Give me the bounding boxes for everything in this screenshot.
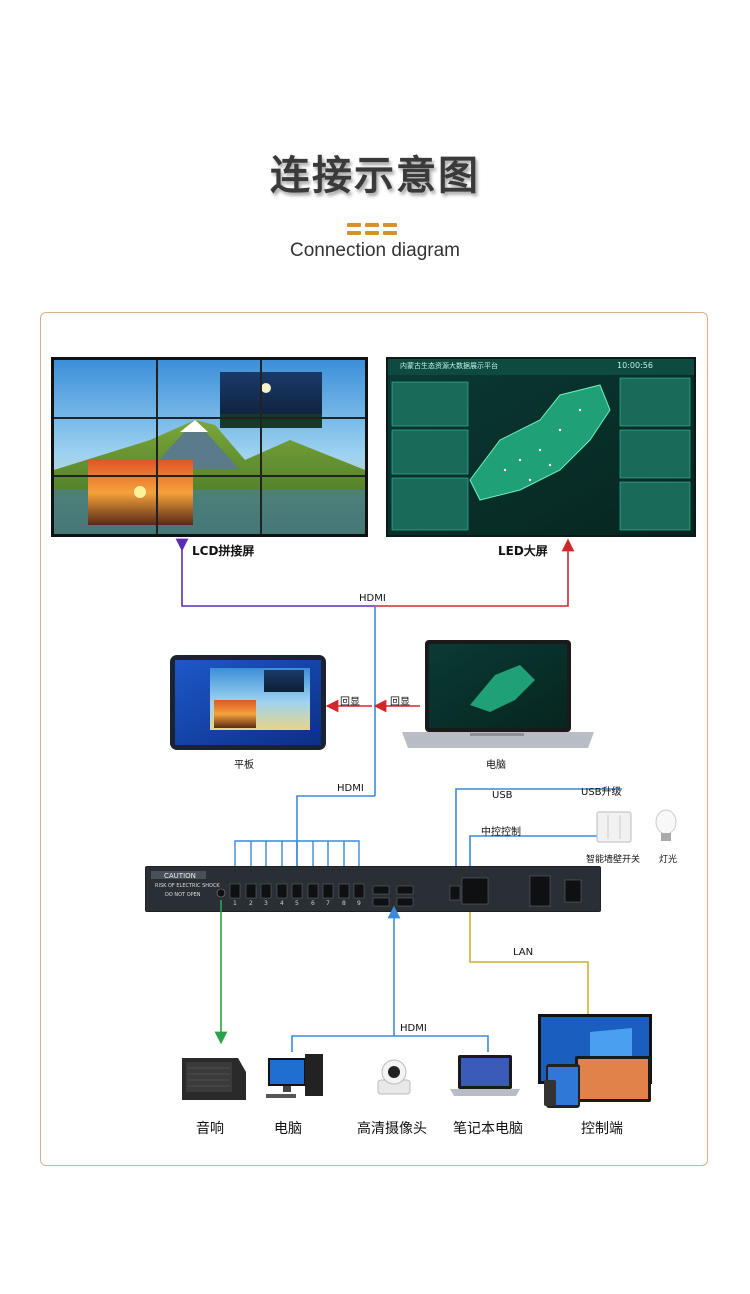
control-terminal-label: 控制端 xyxy=(581,1121,623,1137)
lcd-video-wall xyxy=(51,357,368,537)
led-big-screen xyxy=(386,357,696,537)
caution-text: CAUTION xyxy=(164,872,196,880)
laptop-computer-top xyxy=(402,640,594,748)
warning-text-1: RISK OF ELECTRIC SHOCK xyxy=(155,883,220,889)
light-bulb xyxy=(655,809,677,841)
usb-label: USB xyxy=(492,790,513,801)
port-number: 7 xyxy=(326,900,330,907)
usb-control-lines xyxy=(455,788,622,1014)
wall-switch xyxy=(596,811,632,843)
diagram-frame xyxy=(40,312,708,1166)
camera-label: 高清摄像头 xyxy=(357,1121,427,1137)
lan-label: LAN xyxy=(513,947,534,958)
control-terminal xyxy=(538,1014,652,1108)
laptop-bottom xyxy=(450,1055,520,1096)
camera-device xyxy=(377,1059,411,1095)
led-screen-title: 内蒙古生态资源大数据展示平台 xyxy=(400,362,498,370)
echo-right-label: 回显 xyxy=(390,697,410,708)
computer-bottom-label: 电脑 xyxy=(274,1121,302,1137)
wall-switch-label: 智能墙壁开关 xyxy=(586,855,641,865)
hdmi-bottom-label: HDMI xyxy=(400,1023,427,1034)
tablet-device xyxy=(170,655,326,750)
port-number: 9 xyxy=(357,900,361,907)
light-label: 灯光 xyxy=(659,855,678,865)
tablet-label: 平板 xyxy=(234,760,254,771)
port-number: 6 xyxy=(311,900,315,907)
port-number: 8 xyxy=(342,900,346,907)
title-decoration-2 xyxy=(347,220,401,239)
hdmi-top-label: HDMI xyxy=(359,593,386,604)
desktop-computer xyxy=(266,1054,323,1098)
central-control-label: 中控控制 xyxy=(481,827,521,838)
page-subtitle: Connection diagram xyxy=(289,240,461,261)
port-number: 4 xyxy=(280,900,284,907)
port-number: 1 xyxy=(233,900,237,907)
title-decoration xyxy=(347,212,401,231)
computer-top-label: 电脑 xyxy=(486,760,506,771)
port-number: 2 xyxy=(249,900,253,907)
usb-upgrade-label: USB升级 xyxy=(581,787,622,798)
port-number: 5 xyxy=(295,900,299,907)
hdmi-mid-label: HDMI xyxy=(337,783,364,794)
warning-text-2: DO NOT OPEN xyxy=(165,892,201,898)
led-label: LED大屏 xyxy=(498,544,548,558)
port-number: 3 xyxy=(264,900,268,907)
led-clock: 10:00:56 xyxy=(617,361,653,370)
laptop-label: 笔记本电脑 xyxy=(453,1121,523,1137)
speaker-device xyxy=(182,1058,246,1100)
bottom-connection-lines xyxy=(214,900,489,1052)
matrix-device xyxy=(145,866,601,912)
page-title: 连接示意图 xyxy=(270,153,480,199)
lcd-label: LCD拼接屏 xyxy=(192,544,255,558)
speaker-label: 音响 xyxy=(196,1121,224,1137)
hdmi-mid-line xyxy=(296,795,375,870)
echo-left-label: 回显 xyxy=(340,697,360,708)
